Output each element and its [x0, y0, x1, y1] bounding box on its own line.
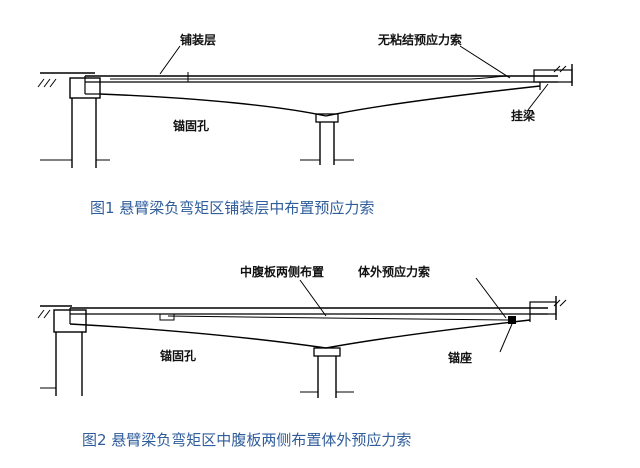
fig2-anchor-left	[159, 313, 175, 321]
fig1-leader-suspended	[527, 83, 549, 111]
fig2-external-tendon	[167, 315, 509, 321]
fig2-label-web-sides: 中腹板两侧布置	[240, 264, 324, 279]
fig1-leader-tendon	[459, 45, 511, 79]
fig2-leader-tendon	[475, 277, 507, 319]
fig2-right-end	[529, 296, 567, 320]
fig1-caption: 图1 悬臂梁负弯矩区铺装层中布置预应力索	[90, 199, 374, 217]
fig1-leader-pavement	[159, 45, 181, 75]
fig1-pier	[300, 113, 354, 165]
fig1-label-anchor-hole: 锚固孔	[173, 118, 209, 133]
fig1-unbonded-tendon	[110, 75, 513, 80]
fig2-deck	[69, 307, 548, 349]
fig1-label-unbonded-tendon: 无粘结预应力索	[377, 32, 462, 47]
figure-2: 中腹板两侧布置 体外预应力索 锚固孔 锚座 图2 悬臂梁负弯矩区中腹板两侧布置体…	[37, 264, 567, 449]
fig2-left-abutment	[37, 305, 87, 396]
figure-1: 铺装层 无粘结预应力索 锚固孔 挂梁 图1 悬臂梁负弯矩区铺装层中布置预应力索	[37, 32, 573, 217]
fig2-caption: 图2 悬臂梁负弯矩区中腹板两侧布置体外预应力索	[82, 431, 411, 449]
fig2-label-anchor-hole: 锚固孔	[160, 348, 196, 363]
fig2-label-anchor-block: 锚座	[448, 350, 472, 365]
fig1-label-pavement: 铺装层	[180, 32, 216, 47]
fig1-deck	[84, 72, 558, 117]
fig1-label-suspended-beam: 挂梁	[511, 108, 535, 123]
fig2-label-external-tendon: 体外预应力索	[358, 264, 430, 279]
fig2-anchor-block	[508, 316, 516, 324]
fig1-right-end	[533, 64, 573, 86]
fig2-pier	[300, 347, 354, 398]
fig2-leader-web	[299, 279, 327, 317]
fig2-leader-anchor	[499, 323, 513, 353]
fig1-left-abutment	[37, 72, 110, 168]
